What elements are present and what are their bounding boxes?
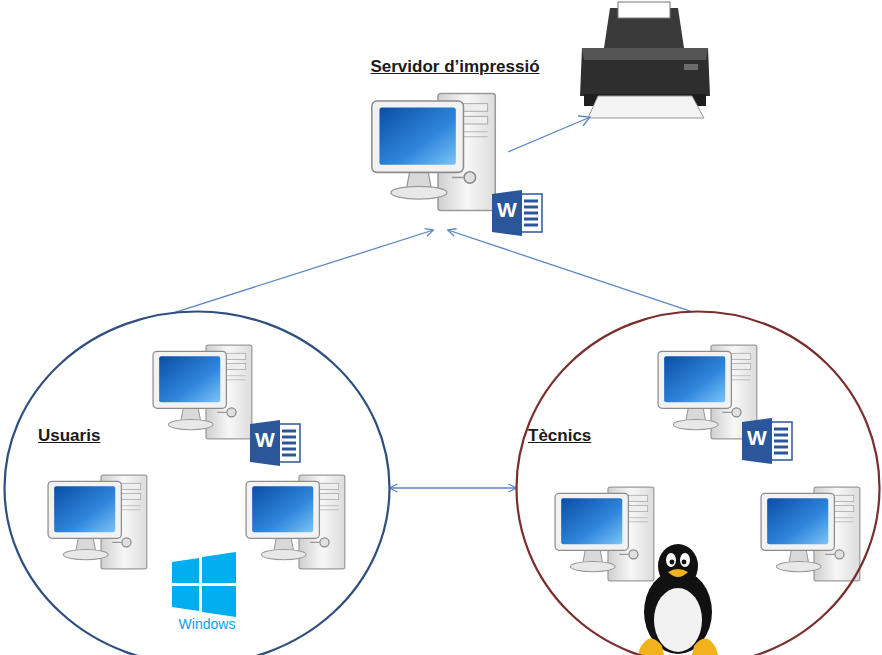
computer [48,475,147,569]
printer [580,2,710,118]
word-letter: W [742,426,772,450]
windows-logo [172,552,236,617]
word-icon [742,418,792,464]
os-logo-text: Windows [160,616,254,632]
group-heading: Usuaris [38,426,100,446]
computer [246,475,345,569]
group-heading: Tècnics [528,426,591,446]
computer [761,487,860,581]
node-heading: Servidor d’impressió [370,57,539,77]
computer [153,345,252,439]
circle-outline [515,310,881,655]
word-icon [492,190,542,236]
circle-outline [517,312,880,655]
connector-arrow [448,230,692,312]
computer [555,487,654,581]
word-icon [250,420,300,466]
circle-outline [5,312,390,655]
word-letter: W [250,428,280,452]
connector-arrow [390,487,517,488]
group-circle: Tècnics [515,310,881,655]
word-letter: W [492,198,522,222]
linux-penguin [638,544,718,655]
server-node: Servidor d’impressió [365,55,545,230]
circle-outline [3,310,391,655]
server-computer [372,93,495,210]
printer-wire [508,116,590,152]
connector-arrow [174,230,434,313]
group-circle: Usuaris [3,310,391,655]
